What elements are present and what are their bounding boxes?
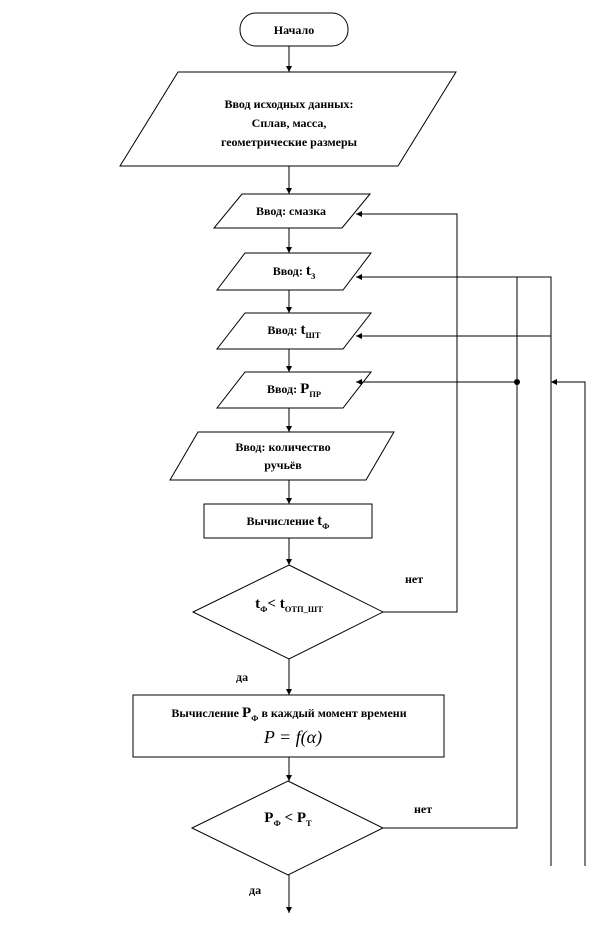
start-label: Начало xyxy=(274,23,314,37)
input-data-line3: геометрические размеры xyxy=(221,135,358,149)
loop-outer-right-b xyxy=(551,379,586,866)
loop-decision2-to-inputs xyxy=(356,274,518,829)
loop-decision1-to-lube xyxy=(356,211,458,613)
decision-1-no-label: нет xyxy=(405,572,423,586)
decision-2-diamond xyxy=(190,780,385,876)
loop-outer-right-a xyxy=(517,276,552,866)
decision-2-label: PФ < PТ xyxy=(264,810,312,828)
calc-tf-box xyxy=(203,503,373,539)
input-data-line1: Ввод исходных данных: xyxy=(224,97,353,111)
calc-pf-formula: P = f(α) xyxy=(263,727,322,748)
decision-2-yes-label: да xyxy=(249,883,261,897)
input-tsht-label: Ввод: tШТ xyxy=(267,322,320,340)
decision-1-yes-label: да xyxy=(236,670,248,684)
input-data-line2: Сплав, масса, xyxy=(252,116,327,130)
input-tsht-parallelogram xyxy=(215,312,373,350)
input-ppr-parallelogram xyxy=(215,371,373,409)
decision-2-no-label: нет xyxy=(414,802,432,816)
input-data-parallelogram xyxy=(119,71,457,167)
input-streams-line2: ручьёв xyxy=(264,458,302,472)
calc-tf-label: Вычисление tФ xyxy=(247,513,330,531)
start-terminator xyxy=(239,12,349,47)
calc-pf-label: Вычисление PФ в каждый момент времени xyxy=(171,705,406,723)
input-tz-label: Ввод: tЗ xyxy=(273,263,316,281)
input-streams-line1: Ввод: количество xyxy=(235,440,330,454)
input-ppr-label: Ввод: PПР xyxy=(267,381,321,399)
input-streams-parallelogram xyxy=(169,431,395,481)
loop-junction-dot xyxy=(514,379,520,385)
input-tz-parallelogram xyxy=(215,252,373,291)
decision-1-label: tФ< tОТП_ШТ xyxy=(255,596,323,614)
input-lube-parallelogram xyxy=(212,193,372,229)
input-lube-label: Ввод: смазка xyxy=(256,204,326,218)
calc-pf-box xyxy=(132,694,445,758)
